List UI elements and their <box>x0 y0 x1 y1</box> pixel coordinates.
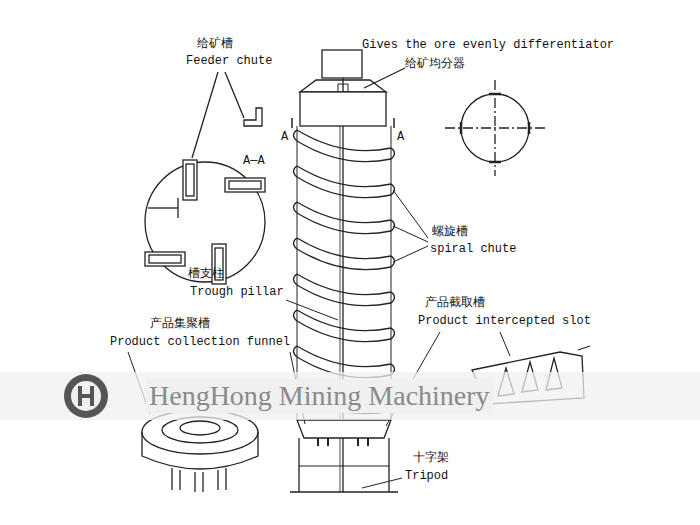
part-label: Tripod <box>405 469 448 483</box>
collection-funnel-view <box>142 410 258 492</box>
part-label: spiral chute <box>430 242 516 256</box>
spiral-column <box>290 50 398 492</box>
part-label: Feeder chute <box>186 54 272 68</box>
part-label: 槽支柱 <box>188 266 224 280</box>
watermark-band <box>0 372 700 420</box>
section-view <box>145 72 265 284</box>
section-label: A—A <box>243 154 265 168</box>
part-label: Trough pillar <box>190 285 284 299</box>
differentiator-view <box>364 68 545 176</box>
part-label: 给矿均分器 <box>405 56 465 70</box>
part-label: 产品集聚槽 <box>150 316 210 330</box>
watermark: HengHong Mining Machinery <box>146 379 493 413</box>
part-label: Gives the ore evenly differentiator <box>362 38 614 52</box>
section-mark: A <box>281 130 288 144</box>
part-label: 螺旋槽 <box>432 224 468 238</box>
section-mark: A <box>397 130 404 144</box>
part-label: 产品截取槽 <box>425 295 485 309</box>
part-label: 给矿槽 <box>197 36 233 50</box>
part-label: 十字架 <box>413 450 449 464</box>
part-label: Product collection funnel <box>110 335 290 349</box>
part-label: Product intercepted slot <box>418 314 591 328</box>
